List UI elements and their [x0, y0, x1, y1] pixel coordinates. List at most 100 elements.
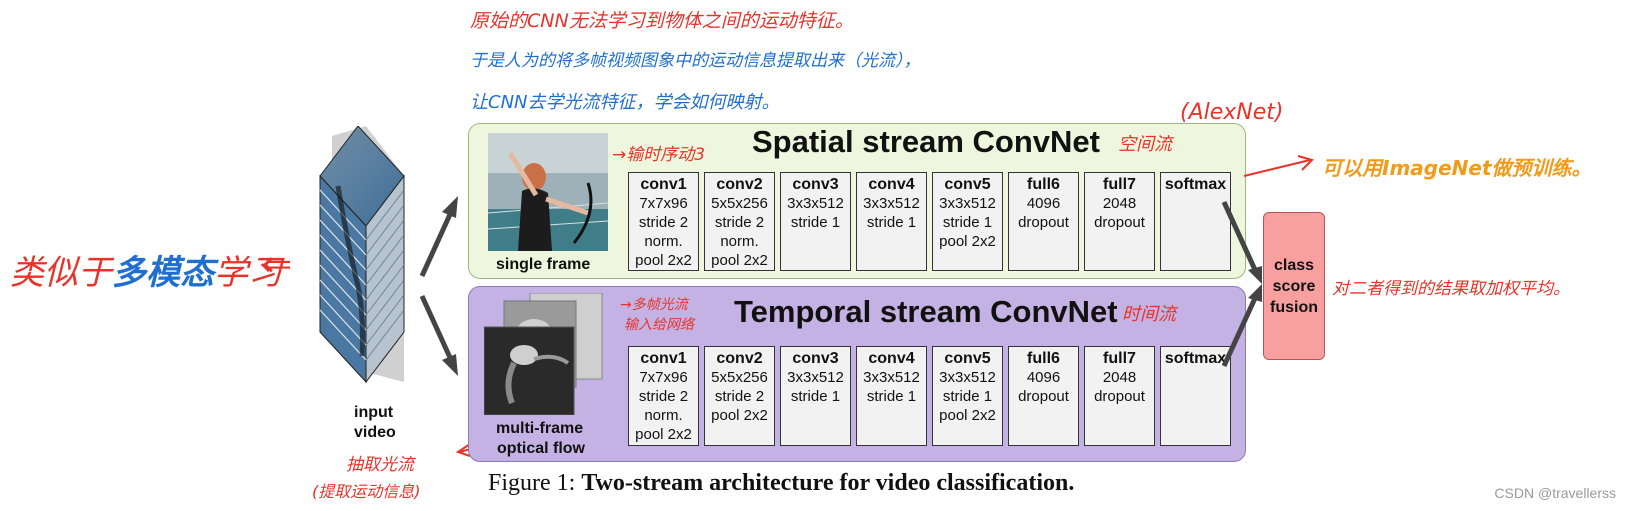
- layer-spec: 4096: [1026, 369, 1061, 386]
- input-video-label-line1: input: [354, 404, 394, 421]
- layer-spec: stride 2: [638, 388, 689, 405]
- layer-name: conv2: [716, 350, 763, 367]
- layer-spec: stride 1: [942, 214, 993, 231]
- figure-caption: Figure 1: Two-stream architecture for vi…: [488, 470, 1074, 497]
- layer-spec: norm.: [644, 407, 683, 424]
- layer-spec: stride 1: [866, 388, 917, 405]
- annotation-top-line1: 原始的CNN无法学习到物体之间的运动特征。: [470, 10, 854, 32]
- spatial-layer-conv5: conv5 3x3x512 stride 1 pool 2x2: [932, 172, 1003, 271]
- annotation-imagenet: 可以用ImageNet做预训练。: [1322, 156, 1592, 180]
- layer-name: conv5: [944, 176, 991, 193]
- layer-spec: dropout: [1018, 388, 1069, 405]
- layer-name: softmax: [1164, 176, 1227, 193]
- layer-spec: 3x3x512: [939, 195, 996, 212]
- annotation-extract-line1: 抽取光流: [346, 455, 414, 475]
- layer-spec: stride 1: [790, 388, 841, 405]
- layer-spec: stride 2: [714, 214, 765, 231]
- layer-spec: stride 1: [790, 214, 841, 231]
- layer-name: conv1: [640, 176, 687, 193]
- layer-spec: stride 2: [714, 388, 765, 405]
- layer-spec: 3x3x512: [939, 369, 996, 386]
- watermark: CSDN @travellerss: [1494, 485, 1616, 501]
- spatial-layer-conv3: conv3 3x3x512 stride 1: [780, 172, 851, 271]
- optical-flow-caption-line1: multi-frame: [496, 420, 584, 437]
- input-video-stack: [319, 126, 458, 384]
- annotation-fusion-note: 对二者得到的结果取加权平均。: [1332, 279, 1570, 299]
- layer-spec: dropout: [1094, 388, 1145, 405]
- temporal-layer-conv3: conv3 3x3x512 stride 1: [780, 346, 851, 446]
- layer-spec: 5x5x256: [711, 369, 768, 386]
- layer-spec: stride 1: [942, 388, 993, 405]
- spatial-layer-softmax: softmax: [1160, 172, 1231, 271]
- layer-spec: 5x5x256: [711, 195, 768, 212]
- annotation-temporal-note-line2: 输入给网络: [624, 317, 694, 333]
- layer-spec: pool 2x2: [635, 426, 692, 443]
- annotation-multimodal-part1: 类似于: [10, 253, 112, 293]
- layer-spec: stride 2: [638, 214, 689, 231]
- layer-name: conv5: [944, 350, 991, 367]
- spatial-layer-conv1: conv1 7x7x96 stride 2 norm. pool 2x2: [628, 172, 699, 271]
- figure-caption-prefix: Figure 1:: [488, 470, 582, 496]
- layer-spec: dropout: [1018, 214, 1069, 231]
- optical-flow-caption-line2: optical flow: [497, 440, 585, 457]
- temporal-layer-conv4: conv4 3x3x512 stride 1: [856, 346, 927, 446]
- temporal-layer-conv2: conv2 5x5x256 stride 2 pool 2x2: [704, 346, 775, 446]
- layer-name: full7: [1103, 350, 1136, 367]
- layer-spec: pool 2x2: [635, 252, 692, 269]
- class-score-fusion-box: class score fusion: [1263, 212, 1325, 360]
- annotation-multimodal-part3: 学习: [214, 253, 282, 293]
- figure-caption-title: Two-stream architecture for video classi…: [581, 470, 1075, 496]
- annotation-top-line3: 让CNN去学光流特征，学会如何映射。: [470, 92, 780, 113]
- annotation-temporal-cn: 时间流: [1122, 304, 1176, 325]
- layer-name: softmax: [1164, 350, 1227, 367]
- fusion-label-line2: score: [1272, 277, 1316, 295]
- layer-name: full7: [1103, 176, 1136, 193]
- layer-name: conv2: [716, 176, 763, 193]
- single-frame-image: [488, 133, 608, 251]
- layer-spec: 3x3x512: [787, 369, 844, 386]
- single-frame-caption: single frame: [496, 256, 591, 273]
- layer-name: conv1: [640, 350, 687, 367]
- layer-spec: pool 2x2: [711, 252, 768, 269]
- layer-spec: 3x3x512: [787, 195, 844, 212]
- spatial-layer-conv4: conv4 3x3x512 stride 1: [856, 172, 927, 271]
- layer-name: full6: [1027, 350, 1060, 367]
- fusion-arrows: [1221, 200, 1262, 368]
- imagenet-arrow-icon: [1243, 155, 1314, 177]
- input-video-label-line2: video: [354, 424, 396, 441]
- layer-spec: norm.: [720, 233, 759, 250]
- temporal-layer-full7: full7 2048 dropout: [1084, 346, 1155, 446]
- temporal-layer-softmax: softmax: [1160, 346, 1231, 446]
- spatial-stream-title: Spatial stream ConvNet: [752, 124, 1100, 159]
- layer-spec: pool 2x2: [711, 407, 768, 424]
- layer-spec: pool 2x2: [939, 233, 996, 250]
- left-arrow-icon: ⇐: [262, 244, 293, 285]
- layer-spec: 2048: [1102, 195, 1137, 212]
- fusion-label-line1: class: [1273, 256, 1315, 274]
- fusion-label-line3: fusion: [1270, 298, 1318, 316]
- layer-spec: 2048: [1102, 369, 1137, 386]
- annotation-multimodal: 类似于多模态学习: [10, 245, 282, 294]
- layer-spec: stride 1: [866, 214, 917, 231]
- annotation-multimodal-part2: 多模态: [112, 253, 214, 293]
- annotation-spatial-cn: 空间流: [1118, 134, 1172, 155]
- layer-name: conv4: [868, 350, 915, 367]
- annotation-extract-line2: (提取运动信息): [312, 482, 421, 501]
- temporal-layer-conv5: conv5 3x3x512 stride 1 pool 2x2: [932, 346, 1003, 446]
- annotation-alexnet: (AlexNet): [1180, 100, 1284, 125]
- layer-name: conv3: [792, 350, 839, 367]
- annotation-top-line2: 于是人为的将多帧视频图象中的运动信息提取出来（光流），: [470, 51, 921, 71]
- layer-spec: norm.: [644, 233, 683, 250]
- layer-spec: pool 2x2: [939, 407, 996, 424]
- layer-name: conv3: [792, 176, 839, 193]
- layer-name: full6: [1027, 176, 1060, 193]
- layer-name: conv4: [868, 176, 915, 193]
- spatial-layer-full7: full7 2048 dropout: [1084, 172, 1155, 271]
- layer-spec: 7x7x96: [639, 195, 688, 212]
- layer-spec: 3x3x512: [863, 195, 920, 212]
- layer-spec: 3x3x512: [863, 369, 920, 386]
- layer-spec: dropout: [1094, 214, 1145, 231]
- annotation-spatial-note: →输时序动3: [612, 145, 706, 165]
